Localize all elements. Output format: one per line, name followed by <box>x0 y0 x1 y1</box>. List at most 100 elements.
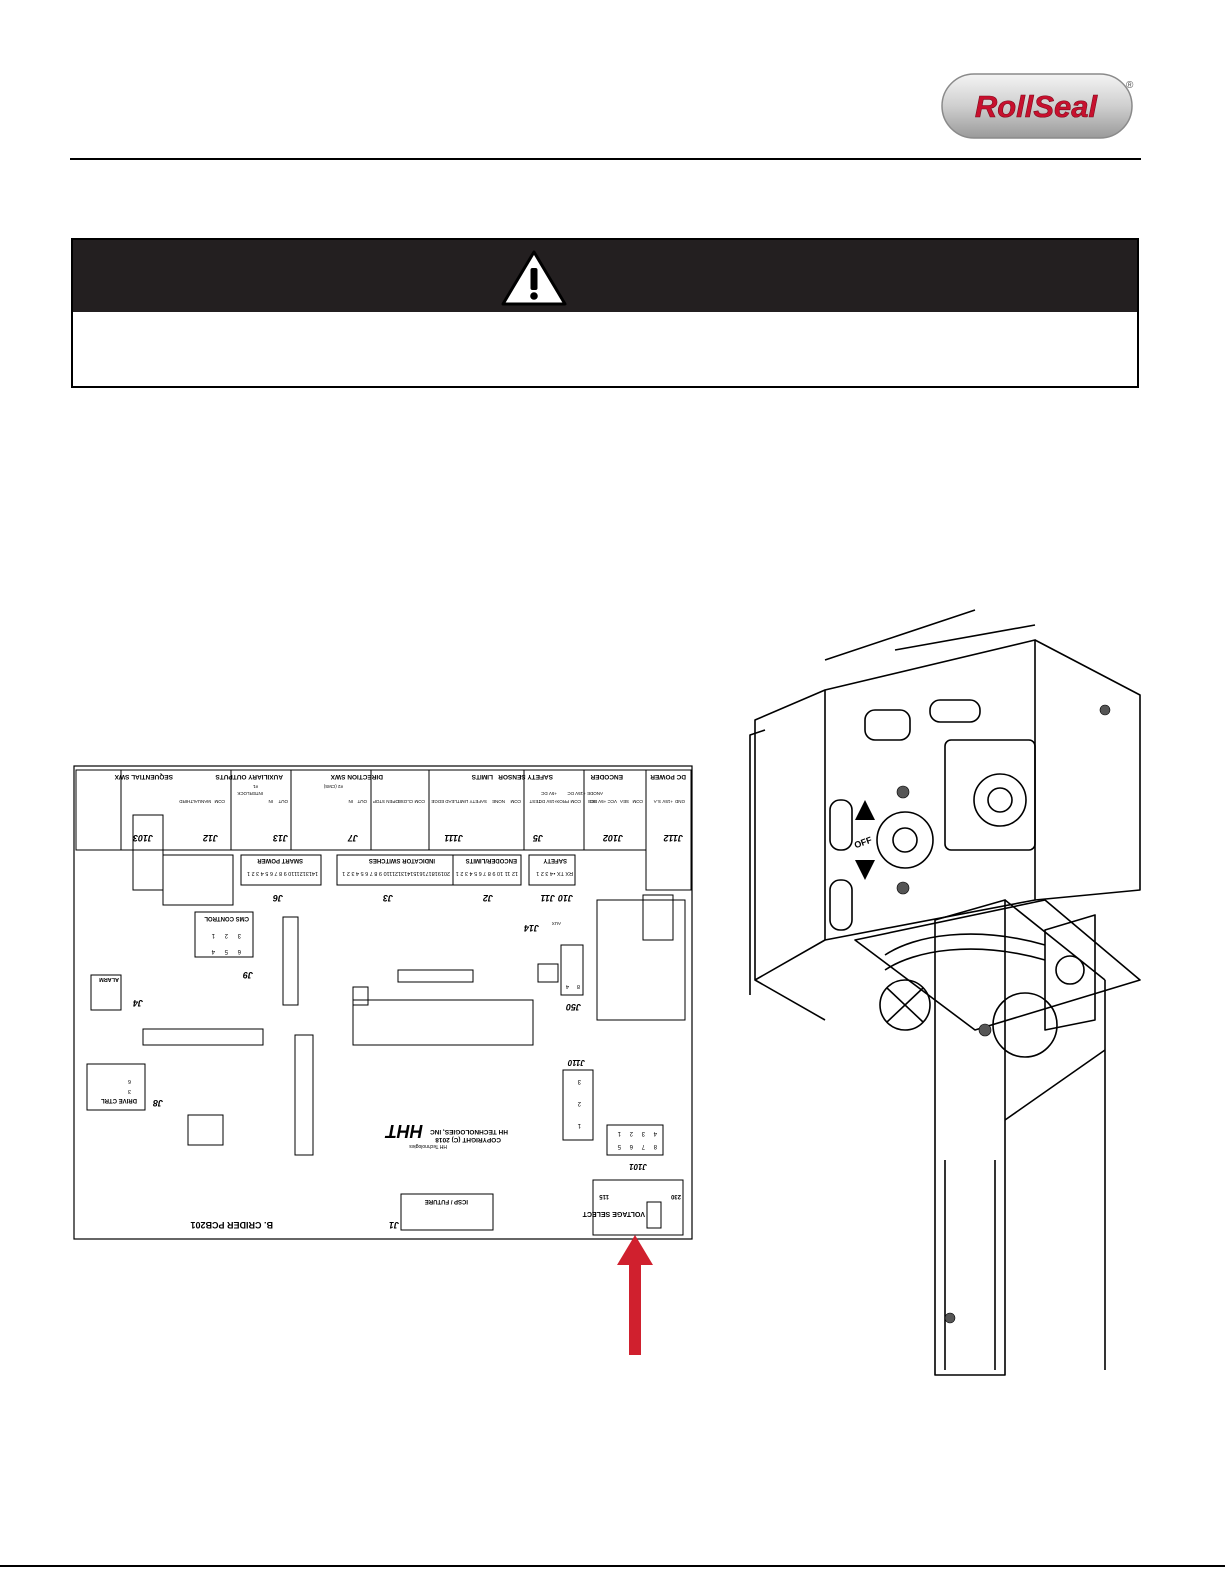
pin-j13-2: #2 (CMS) <box>323 784 343 789</box>
conn-j5: J5 <box>532 833 543 843</box>
pin-j7-2: OPEN <box>386 799 399 804</box>
pin-j102-2: VCC +5V DC <box>590 799 617 804</box>
hdr-encoder-limits: ENCODER/LIMITS <box>466 857 517 863</box>
company-line2: COPYRIGHT (C) 2018 <box>435 1136 501 1143</box>
pins-j10: RX TX • <box>553 870 573 876</box>
j101-pin-1: 1 <box>617 1130 621 1136</box>
pin-j111-1: NONE <box>492 799 505 804</box>
j9-pin-4: 4 <box>211 948 215 954</box>
alarm-label: ALARM <box>99 976 119 982</box>
j101-pin-7: 7 <box>641 1143 645 1149</box>
pin-j5-4: TEST <box>529 799 541 804</box>
j101-pin-6: 6 <box>629 1143 633 1149</box>
hdr-sequential-swx: SEQUENTIAL SWX <box>114 773 173 780</box>
hdr-indicator-switches: INDICATOR SWITCHES <box>369 857 435 863</box>
pin-j111-2: SAFETY LIMIT <box>457 799 487 804</box>
pins-j11: 4 3 2 1 <box>536 870 553 876</box>
j9-pin-5: 5 <box>224 948 228 954</box>
j101-pin-3: 3 <box>641 1130 645 1136</box>
j9-pin-1: 1 <box>211 932 215 938</box>
warning-box <box>71 238 1139 388</box>
company-line1: HH TECHNOLOGIES, INC <box>430 1128 508 1135</box>
conn-j10: J10 <box>558 893 573 903</box>
warning-band <box>73 240 1137 312</box>
hdr-smart-power: SMART POWER <box>257 857 303 863</box>
pins-j2: 12 11 10 9 8 7 6 5 4 3 2 1 <box>456 870 518 876</box>
j8-pin-6: 6 <box>128 1078 131 1084</box>
board-name: B. CRIDER PCB201 <box>190 1220 273 1230</box>
hdr-limits: LIMITS <box>471 773 493 780</box>
v115-label: 115 <box>599 1193 609 1199</box>
conn-j14: J14 <box>524 923 539 933</box>
pin-j5-1: PROX <box>556 799 569 804</box>
pin-j5-0: COM <box>570 799 581 804</box>
conn-j110: J110 <box>567 1058 585 1067</box>
hdr-safety: SAFETY <box>543 857 567 863</box>
company-small: HH Technologies <box>409 1143 447 1149</box>
v230-label: 230 <box>670 1193 681 1199</box>
hdr-encoder: ENCODER <box>590 773 623 780</box>
conn-j6: J6 <box>272 893 283 903</box>
pin-j111-0: COM <box>510 799 521 804</box>
j8-pin-3: 3 <box>128 1088 131 1094</box>
pin-j112-0: GND <box>674 799 685 804</box>
conn-j4: J4 <box>133 998 143 1008</box>
conn-j102: J102 <box>603 833 623 843</box>
conn-j7: J7 <box>347 833 358 843</box>
conn-j3: J3 <box>383 893 393 903</box>
conn-j8: J8 <box>153 1098 163 1108</box>
conn-j13: J13 <box>273 833 288 843</box>
pin-j112-1: +15V <box>662 799 673 804</box>
drive-ctrl-label: DRIVE CTRL <box>101 1097 137 1103</box>
pin-j102-4: SEB <box>588 799 597 804</box>
j101-pin-8: 8 <box>653 1143 657 1149</box>
j110-pin-1: 1 <box>577 1122 581 1128</box>
red-arrow-pointer <box>617 1235 653 1355</box>
hht-logo-mark: HHT <box>384 1121 423 1141</box>
j9-pin-2: 2 <box>224 932 228 938</box>
conn-j50: J50 <box>566 1002 581 1012</box>
hdr-dc-power: DC POWER <box>650 773 686 780</box>
icsp-label: ICSP / FUTURE <box>425 1198 468 1204</box>
pins-j6: 1413121110 9 8 7 6 5 4 3 2 1 <box>247 870 318 876</box>
hdr-auxiliary-outputs: AUXILIARY OUTPUTS <box>215 773 283 780</box>
pin-j111-3: LEAD EDGE <box>431 799 457 804</box>
j101-pin-4: 4 <box>653 1130 657 1136</box>
pin-j103-1: MANUAL <box>192 799 211 804</box>
j110-pin-3: 3 <box>577 1078 581 1084</box>
j50-pin-4: 4 <box>566 983 569 989</box>
logo-text: RollSeal <box>975 89 1099 124</box>
pin-j102-3: ANODE +15V DC <box>567 791 603 796</box>
conn-j101: J101 <box>629 1162 647 1171</box>
conn-j1: J1 <box>389 1220 399 1230</box>
j50-pin-8: 8 <box>577 983 580 989</box>
conn-j12: J12 <box>203 833 218 843</box>
pin-j5-2: +15V DC <box>538 799 557 804</box>
pin-j103-2: THIRD <box>179 799 193 804</box>
pin-j13-1: IN <box>349 799 354 804</box>
pin-j7-0: COM <box>414 799 425 804</box>
pin-j12-2: #1 <box>252 784 258 789</box>
warning-triangle-icon <box>501 250 567 306</box>
j101-pin-5: 5 <box>617 1143 621 1149</box>
pin-j5-3: +5V DC <box>540 791 557 796</box>
pcb-diagram: DC POWER ENCODER SAFETY SENSOR LIMITS DI… <box>73 765 693 1240</box>
rollseal-logo: RollSeal ® <box>941 73 1134 139</box>
conn-j11: J11 <box>541 893 555 903</box>
hdr-direction-swx: DIRECTION SWX <box>330 773 383 780</box>
pin-j102-1: SEA <box>620 799 629 804</box>
pin-j12-0: OUT <box>278 799 288 804</box>
pin-j112-2: S.A <box>654 799 661 804</box>
j110-pin-2: 2 <box>577 1100 581 1106</box>
hdr-safety-sensor: SAFETY SENSOR <box>498 773 553 780</box>
pin-j7-3: STOP <box>373 799 385 804</box>
j101-pin-2: 2 <box>629 1130 633 1136</box>
aux-label: AUX <box>552 921 561 926</box>
pins-j3: 2019181716151413121110 9 8 7 6 5 4 3 2 1 <box>342 870 450 876</box>
header-rule <box>70 158 1141 160</box>
footer-rule <box>0 1565 1225 1567</box>
pin-j12-3: INTERLOCK <box>237 791 263 796</box>
registered-mark: ® <box>1126 80 1134 91</box>
conn-j111: J111 <box>444 833 463 843</box>
pin-j13-0: OUT <box>357 799 367 804</box>
